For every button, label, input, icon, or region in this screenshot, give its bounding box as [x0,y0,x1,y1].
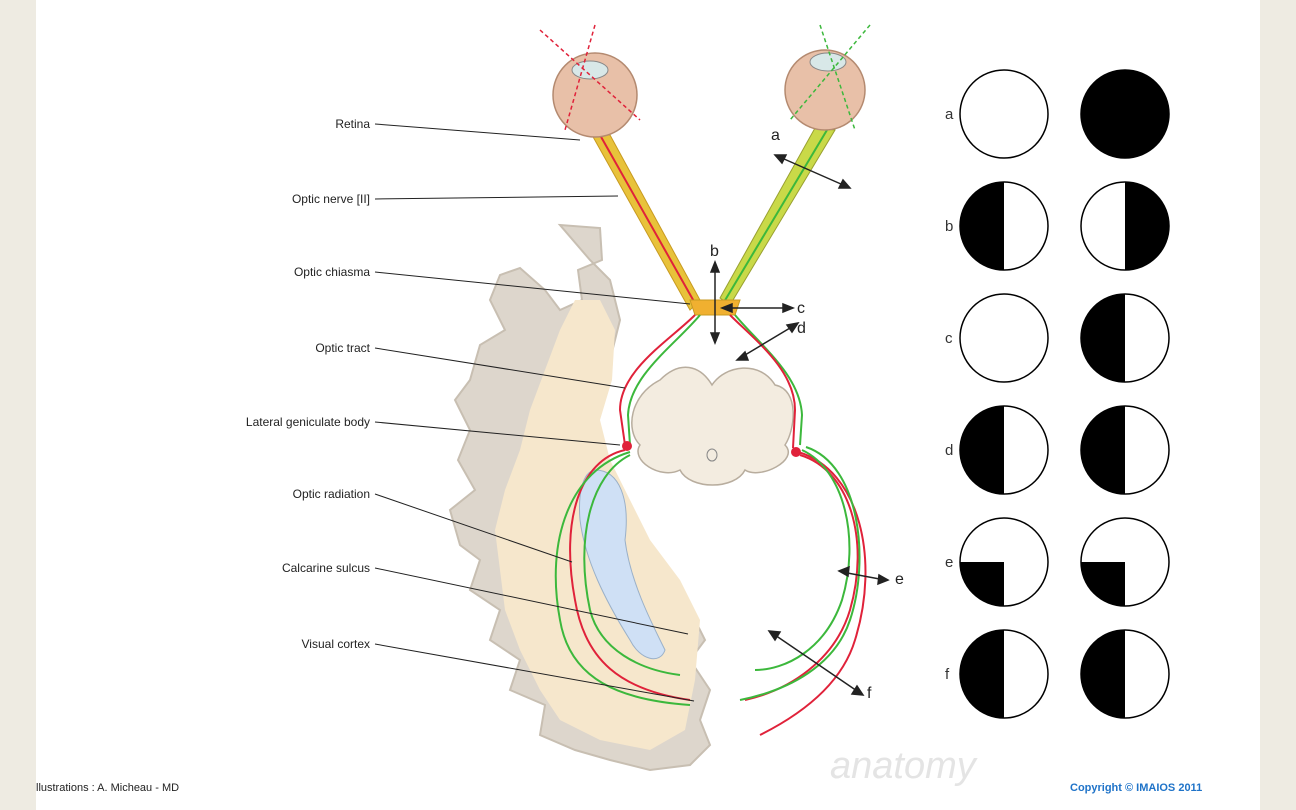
field-left-b [959,181,1049,271]
lesion-letters: a b c d e f [710,127,904,702]
field-left-f [959,629,1049,719]
lesion-letter-e: e [895,571,904,588]
brainstem [631,366,794,486]
left-lgn [622,441,632,451]
label-retina: Retina [335,117,370,131]
field-right-a [1080,69,1170,159]
field-right-c [1080,293,1170,383]
field-letter-e: e [945,554,953,571]
field-left-c [959,293,1049,383]
watermark: anatomy [830,745,976,787]
field-letter-d: d [945,442,953,459]
field-left-e [959,517,1049,607]
left-eye [539,24,641,138]
label-visual-cortex: Visual cortex [302,637,370,651]
field-letter-f: f [945,666,950,683]
lesion-letter-c: c [797,300,805,317]
right-eye [784,24,871,131]
field-right-f [1080,629,1170,719]
field-letter-c: c [945,330,953,347]
field-right-e [1080,517,1170,607]
field-left-a [959,69,1049,159]
lateral-ventricle [579,469,666,660]
field-left-d [959,405,1049,495]
right-lgn [791,447,801,457]
lesion-letter-d: d [797,320,806,337]
field-right-d [1080,405,1170,495]
label-calcarine-sulcus: Calcarine sulcus [282,561,370,575]
label-optic-tract: Optic tract [315,341,370,355]
field-letter-a: a [945,106,954,123]
label-lgn: Lateral geniculate body [246,415,370,429]
credit-text: llustrations : A. Micheau - MD [36,782,180,794]
label-optic-nerve: Optic nerve [II] [292,192,370,206]
aqueduct [706,448,718,462]
anatomy-labels: Retina Optic nerve [II] Optic chiasma Op… [246,117,695,702]
lesion-letter-b: b [710,243,719,260]
field-letter-b: b [945,218,953,235]
lesion-letter-a: a [771,127,780,144]
lesion-markers [709,154,890,696]
lesion-letter-f: f [867,685,872,702]
copyright-text: Copyright © IMAIOS 2011 [1070,782,1203,794]
label-optic-chiasma: Optic chiasma [294,265,370,279]
visual-fields: a b c d e f [945,69,1170,719]
field-right-b [1080,181,1170,271]
label-optic-radiation: Optic radiation [293,487,370,501]
